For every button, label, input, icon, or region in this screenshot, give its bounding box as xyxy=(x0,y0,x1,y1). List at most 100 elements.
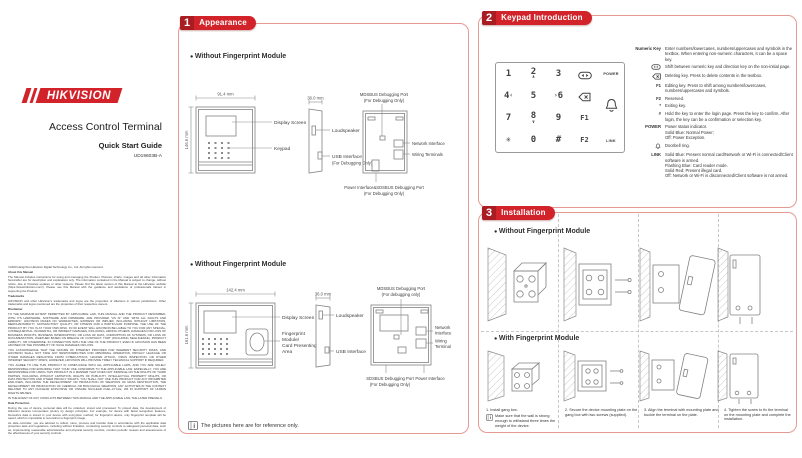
keypad-label: Keypad xyxy=(274,146,291,152)
section-number: 3 xyxy=(482,206,497,220)
legal-heading: Disclaimer xyxy=(8,307,23,312)
legend-row: F1 Editing key. Press to shift among num… xyxy=(628,83,794,94)
legal-paragraph: During the use of device, personal data … xyxy=(8,405,166,420)
sdsbus-port-label: SDSBUS Debugging Port xyxy=(366,376,414,381)
sdsbus-note-label: (For Debugging Only) xyxy=(370,382,411,387)
install-row-without xyxy=(487,247,761,324)
legend-term: POWER xyxy=(645,124,661,130)
module-b-label: Without Fingerprint Module xyxy=(190,261,286,268)
key-f2: F2 xyxy=(580,136,589,145)
key-9: 9 xyxy=(555,113,562,124)
section-title: Keypad Introduction xyxy=(496,11,592,25)
install-without-label: Without Fingerprint Module xyxy=(494,228,590,235)
step-note-text: Make sure that the wall is strong enough… xyxy=(495,414,556,428)
mdsbus-note-label: (For Debugging Only) xyxy=(364,98,405,103)
legend-definition: Deleting key. Press to delete contents i… xyxy=(665,72,763,78)
step-divider xyxy=(638,214,639,428)
legend-row: LINK Solid Blue: Present normal card/Net… xyxy=(628,152,794,178)
svg-text:i: i xyxy=(490,415,491,420)
height-dimension: 161.6 mm xyxy=(184,325,189,344)
key-1: 1 xyxy=(505,68,512,79)
section-title: Appearance xyxy=(194,16,256,30)
install-step-1-drawing xyxy=(487,350,541,402)
network-interface-label-2: Interface xyxy=(435,331,452,336)
section-number: 1 xyxy=(180,16,195,30)
fingerprint-label-1: Fingerprint xyxy=(282,331,306,337)
install-step-3-drawing xyxy=(639,247,716,322)
install-step-4-caption: 4. Tighten the screw to fix the terminal… xyxy=(724,408,792,428)
link-indicator-label: LINK xyxy=(606,138,616,143)
legend-term: F1 xyxy=(656,82,661,88)
install-step-1-caption: 1. Install gang box. i Make sure that th… xyxy=(486,408,565,428)
fingerprint-label-2: Module/ xyxy=(282,337,300,343)
key-star: ✳ xyxy=(505,135,512,146)
display-screen-label: Display Screen xyxy=(282,315,315,321)
note-icon: i xyxy=(486,414,493,421)
legal-paragraph: YOU ACKNOWLEDGE THAT THE NATURE OF INTER… xyxy=(8,348,166,363)
legal-heading: Trademarks xyxy=(8,293,25,298)
legend-definition: Solid Blue: Present normal card/Network … xyxy=(665,152,793,179)
key-6-right: › 6 xyxy=(553,90,564,101)
legal-paragraph: As data controller, you are advised to c… xyxy=(8,421,166,436)
legend-definition: Editing key. Press to shift among number… xyxy=(665,82,767,93)
step-text: 2. Secure the device mounting plate on t… xyxy=(565,408,638,417)
reference-note: i The pictures here are for reference on… xyxy=(188,421,299,430)
step-text: 3. Align the terminal with mounting plat… xyxy=(644,408,719,417)
shift-icon xyxy=(628,64,665,70)
legend-definition: Power status indicator. Solid Blue: Norm… xyxy=(665,124,714,140)
logo-bar: HIKVISION xyxy=(35,88,123,103)
doorbell-icon xyxy=(604,98,619,118)
legend-definition: Enter numbers/lowercases, numbers/upperc… xyxy=(665,46,793,62)
install-step-4-drawing xyxy=(717,350,759,404)
hikvision-logo: HIKVISION xyxy=(21,88,123,103)
installation-captions: 1. Install gang box. i Make sure that th… xyxy=(486,408,792,428)
key-f1: F1 xyxy=(580,114,589,123)
legend-definition: Shift between numeric key and direction … xyxy=(665,64,791,70)
legend-term: # xyxy=(658,111,661,117)
install-step-3-drawing xyxy=(639,350,709,402)
bottom-note-label: (For Debugging Only) xyxy=(364,191,405,196)
key-8-down: 8 ∨ xyxy=(530,111,537,125)
legal-paragraph: HIKVISION and other Hikvision's trademar… xyxy=(8,298,166,307)
install-step-2-caption: 2. Secure the device mounting plate on t… xyxy=(565,408,644,428)
keypad-panel xyxy=(478,15,797,208)
legend-definition: Doorbell ring. xyxy=(665,142,690,148)
usb-label: USB Interface xyxy=(336,349,366,355)
install-step-2-drawing xyxy=(563,350,624,402)
network-interface-label-1: Network xyxy=(435,325,451,330)
legend-row: * Exiting key. xyxy=(628,103,794,108)
power-indicator-label: POWER xyxy=(603,72,619,77)
keypad-dots xyxy=(208,142,230,159)
legend-definition: Reserved. xyxy=(665,95,685,101)
product-title: Access Control Terminal xyxy=(48,121,162,133)
install-step-2-drawing xyxy=(563,247,632,322)
mdsbus-port-label: MDSBUS Debugging Port xyxy=(360,92,409,97)
mdsbus-port-label: MDSBUS Debugging Port xyxy=(377,286,426,291)
legend-term: * xyxy=(659,103,661,109)
side-dimension: 36.0 mm xyxy=(315,292,332,297)
appearance-badge: 1 Appearance xyxy=(180,16,256,30)
legend-term: F2 xyxy=(656,95,661,101)
mdsbus-note-label: (For debugging only) xyxy=(382,292,421,297)
note-icon: i xyxy=(188,421,198,430)
delete-icon xyxy=(578,87,591,106)
keypad-dots xyxy=(202,338,228,355)
legend-term: LINK xyxy=(651,152,661,158)
legal-paragraph: TO THE MAXIMUM EXTENT PERMITTED BY APPLI… xyxy=(8,312,166,347)
legal-heading: About this Manual xyxy=(8,270,34,275)
install-with-label: With Fingerprint Module xyxy=(494,335,579,342)
wiring-terminal-label-1: Wiring xyxy=(435,339,448,344)
brand-name: HIKVISION xyxy=(47,89,112,102)
usb-label: USB Interface xyxy=(332,154,362,160)
power-interface-label: Power Interface xyxy=(415,376,445,381)
usb-note-label: (For Debugging Only) xyxy=(332,161,373,166)
row-divider xyxy=(481,331,793,332)
display-screen-label: Display Screen xyxy=(274,120,307,126)
reference-note-text: The pictures here are for reference only… xyxy=(201,422,299,429)
install-step-1-drawing xyxy=(487,247,547,322)
install-row-with xyxy=(487,350,759,404)
width-dimension: 142.4 mm xyxy=(226,288,245,293)
keypad-diagram: 1 2 ∧ 3 POWER 4 ‹ 5 › 6 7 8 ∨ xyxy=(495,62,625,153)
delete-icon xyxy=(628,73,665,80)
key-4-left: 4 ‹ xyxy=(503,90,514,101)
